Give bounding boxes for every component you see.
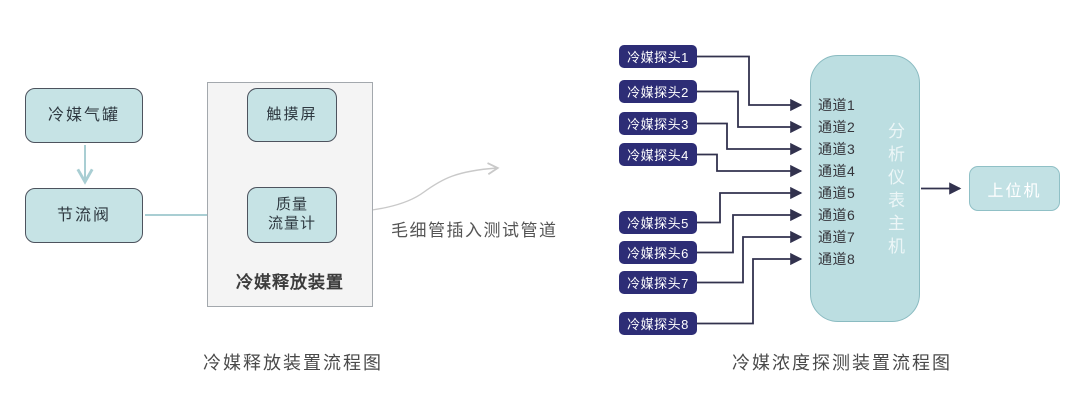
channel-label-6: 通道6 <box>818 207 856 223</box>
mass-flow-meter-label-line2: 流量计 <box>267 215 316 232</box>
analyzer-host-node <box>810 55 920 322</box>
wire-probe1-channel1 <box>697 55 803 112</box>
probe-node-1: 冷媒探头1 <box>619 45 697 68</box>
gas-tank-label: 冷媒气罐 <box>47 106 120 124</box>
right-diagram-caption: 冷媒浓度探测装置流程图 <box>732 353 952 373</box>
capillary-annotation: 毛细管插入测试管道 <box>391 221 558 240</box>
mass-flow-meter-label-line1: 质量 <box>275 196 308 214</box>
probe-label-1: 冷媒探头1 <box>627 50 689 65</box>
wire-probe2-channel2 <box>697 90 803 134</box>
wire-probe7-channel7 <box>697 230 803 284</box>
probe-node-4: 冷媒探头4 <box>619 143 697 166</box>
probe-node-3: 冷媒探头3 <box>619 112 697 135</box>
host-computer-label: 上位机 <box>987 182 1042 200</box>
probe-label-4: 冷媒探头4 <box>627 148 689 163</box>
release-device-label: 冷媒释放装置 <box>236 273 344 292</box>
touch-screen-label: 触摸屏 <box>266 105 318 123</box>
analyzer-vertical-label: 分析仪表主机 <box>885 122 904 260</box>
channel-label-7: 通道7 <box>818 229 856 245</box>
mass-flow-meter-node: 质量 流量计 <box>247 187 337 243</box>
probe-node-2: 冷媒探头2 <box>619 80 697 103</box>
wire-probe5-channel5 <box>697 186 803 224</box>
left-diagram-caption: 冷媒释放装置流程图 <box>203 353 383 373</box>
probe-label-7: 冷媒探头7 <box>627 276 689 291</box>
probe-node-6: 冷媒探头6 <box>619 241 697 264</box>
wire-probe4-channel4 <box>697 153 803 178</box>
wire-probe3-channel3 <box>697 122 803 156</box>
throttle-valve-label: 节流阀 <box>56 206 111 224</box>
channel-label-1: 通道1 <box>818 97 856 113</box>
throttle-valve-node: 节流阀 <box>25 188 143 243</box>
channel-label-5: 通道5 <box>818 185 856 201</box>
probe-label-5: 冷媒探头5 <box>627 216 689 231</box>
channel-label-3: 通道3 <box>818 141 856 157</box>
probe-node-5: 冷媒探头5 <box>619 211 697 234</box>
channel-label-4: 通道4 <box>818 163 856 179</box>
channel-label-8: 通道8 <box>818 251 856 267</box>
probe-node-8: 冷媒探头8 <box>619 312 697 335</box>
gas-tank-node: 冷媒气罐 <box>25 88 143 143</box>
probe-label-6: 冷媒探头6 <box>627 246 689 261</box>
probe-node-7: 冷媒探头7 <box>619 271 697 294</box>
probe-label-2: 冷媒探头2 <box>627 85 689 100</box>
host-computer-node: 上位机 <box>969 166 1060 211</box>
probe-label-8: 冷媒探头8 <box>627 317 689 332</box>
channel-label-2: 通道2 <box>818 119 856 135</box>
wire-probe8-channel8 <box>697 252 803 325</box>
probe-label-3: 冷媒探头3 <box>627 117 689 132</box>
touch-screen-node: 触摸屏 <box>247 88 337 142</box>
wire-probe6-channel6 <box>697 208 803 254</box>
